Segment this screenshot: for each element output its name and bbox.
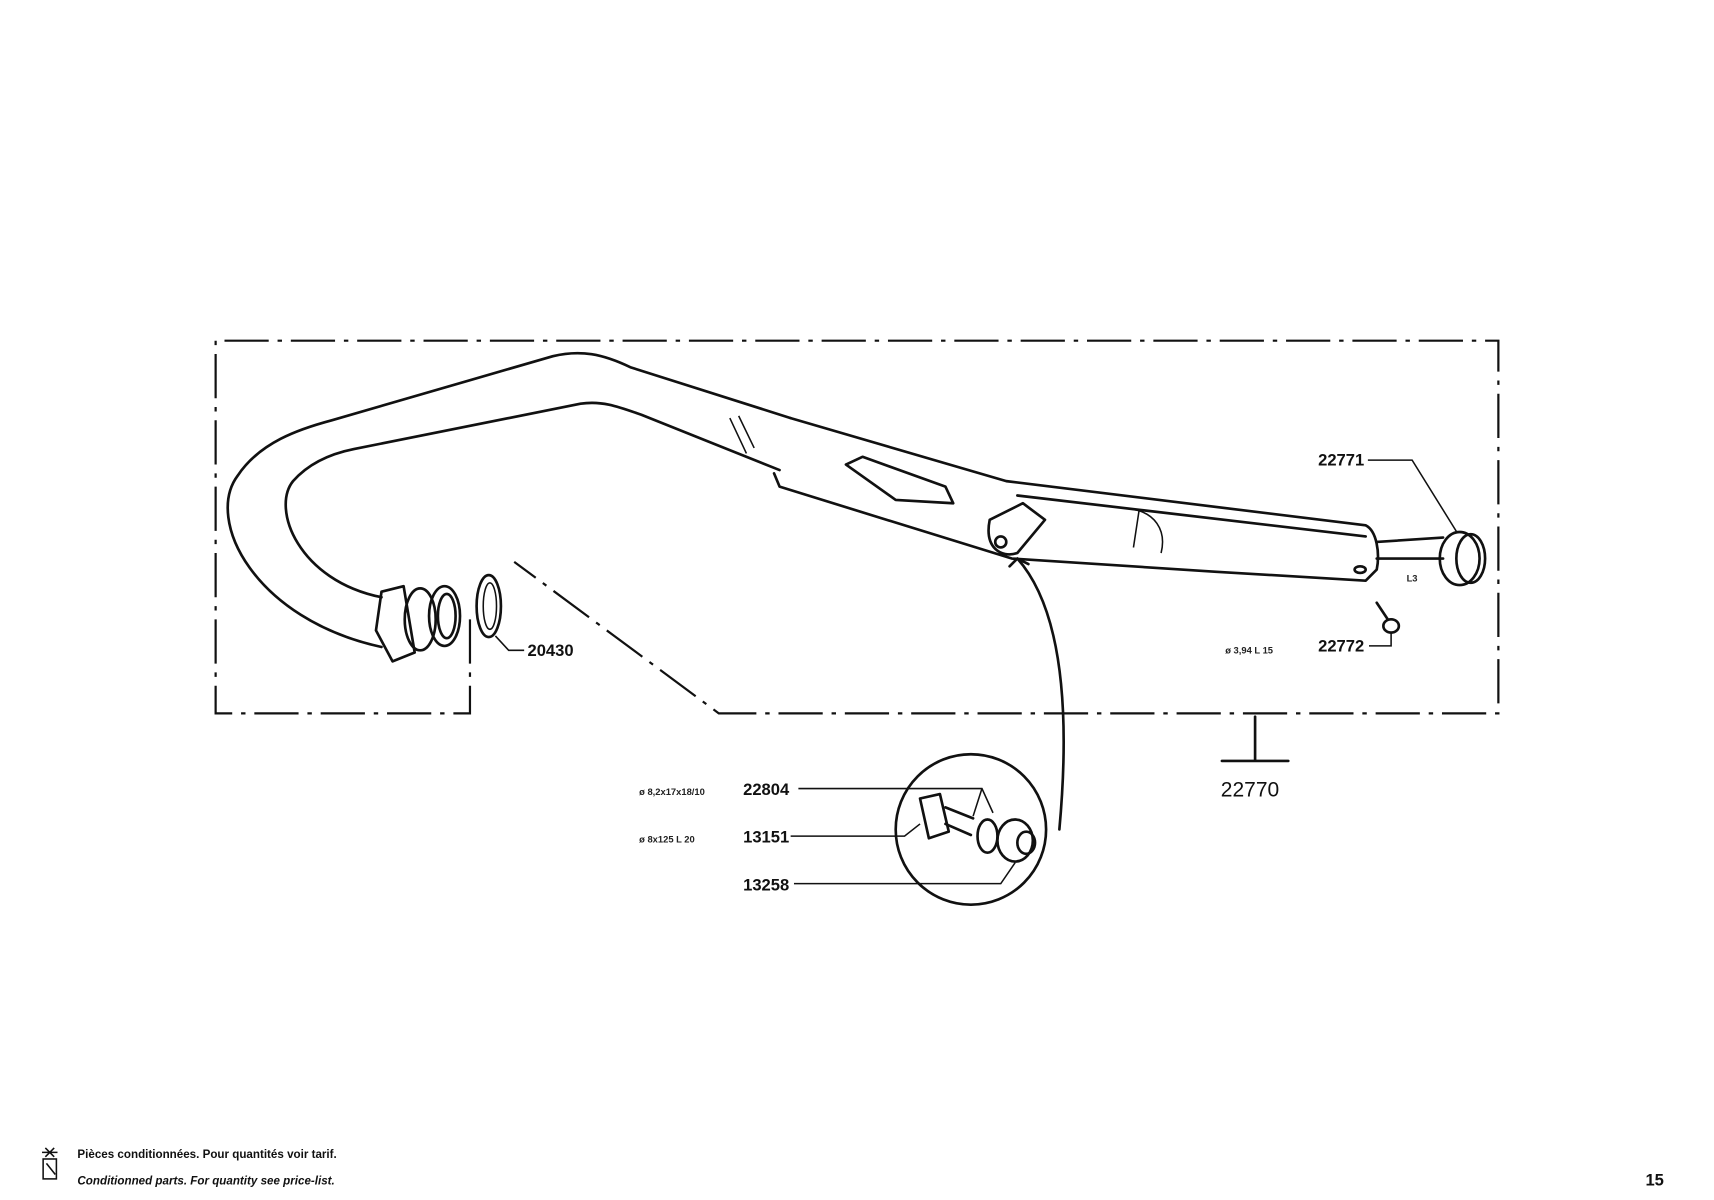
exhaust-pipe (226, 351, 792, 649)
spec-22772: ø 3,94 L 15 (1225, 645, 1273, 656)
leader-20430 (494, 635, 525, 652)
spec-22804: ø 8,2x17x18/10 (639, 786, 705, 797)
footer-note-fr: Pièces conditionnées. Pour quantités voi… (77, 1148, 336, 1161)
packaged-parts-icon (42, 1147, 58, 1180)
assembly-outline (214, 339, 1500, 715)
footer-note-en: Conditionned parts. For quantity see pri… (77, 1174, 334, 1187)
detail-arrow (1008, 557, 1065, 831)
part-number-22772: 22772 (1318, 636, 1364, 655)
bolt-assembly (918, 792, 1037, 863)
part-number-22771: 22771 (1318, 451, 1364, 470)
part-number-13258: 13258 (743, 875, 789, 894)
gasket-ring-20430 (475, 573, 503, 639)
part-number-20430: 20430 (527, 641, 573, 660)
mark-l3: L3 (1407, 573, 1418, 584)
page-number: 15 (1645, 1171, 1663, 1190)
spec-13151: ø 8x125 L 20 (639, 834, 695, 845)
leader-22770 (1220, 715, 1290, 763)
part-number-13151: 13151 (743, 828, 789, 847)
part-number-22770: 22770 (1221, 778, 1279, 801)
flange-nut (374, 584, 462, 663)
screw-22772 (1375, 601, 1401, 634)
detail-circle (894, 752, 1048, 906)
muffler: L3 (772, 416, 1487, 587)
part-number-22804: 22804 (743, 780, 790, 799)
